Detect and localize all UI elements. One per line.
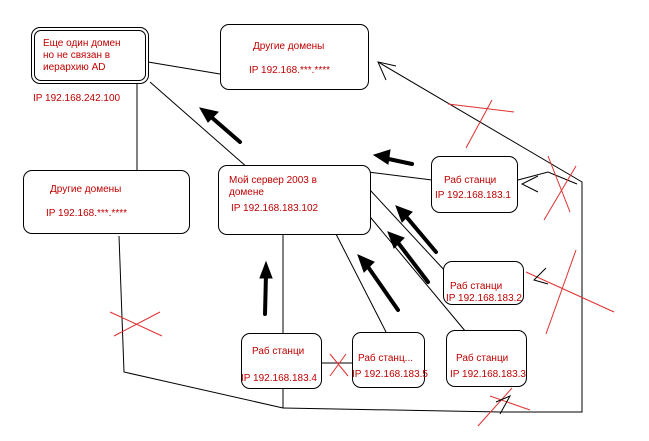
node-workstation-2-title: Раб станци: [450, 281, 503, 292]
node-other-domains-top-title: Другие домены: [253, 41, 325, 52]
loop-left: [118, 235, 284, 409]
link-server-ws3: [365, 211, 467, 333]
cross-ws45-b: [329, 353, 347, 377]
node-other-domain-ad-ip: IP 192.168.242.100: [33, 93, 121, 104]
node-other-domain-ad[interactable]: Еще один домен но не связан в иерархию A…: [31, 27, 149, 84]
link-server-ws5: [335, 233, 387, 333]
node-workstation-2-ip: IP 192.168.183.2: [446, 293, 522, 304]
node-my-server-ip: IP 192.168.183.102: [231, 203, 319, 214]
loop-bottom: [282, 61, 583, 413]
bold-arrow-from-ws5: [357, 254, 400, 312]
node-other-domain-ad-line2: но не связан в: [43, 50, 111, 61]
node-workstation-1-title: Раб станци: [444, 175, 497, 186]
node-other-domain-ad-line3: иерархию AD: [43, 62, 106, 73]
cross-top-a: [447, 103, 515, 113]
link-adomain-server: [149, 81, 249, 169]
node-my-server-line1: Мой сервер 2003 в: [229, 175, 317, 186]
node-workstation-5-title: Раб станц...: [358, 353, 414, 364]
cross-bottom-b: [477, 387, 513, 427]
cross-ws2-a: [545, 249, 577, 335]
cross-ws1-a: [547, 155, 571, 213]
link-adomain-topdomain: [147, 61, 227, 76]
node-other-domains-left[interactable]: Другие домены IP 192.168.***.****: [23, 170, 190, 234]
arrowhead-top-domain: [377, 61, 397, 81]
node-workstation-1[interactable]: Раб станци IP 192.168.183.1: [431, 156, 518, 213]
cross-top-b: [465, 99, 493, 149]
node-workstation-5-ip: IP 192.168.183.5: [352, 369, 428, 380]
node-other-domain-ad-line1: Еще один домен: [43, 38, 121, 49]
cross-left-b: [113, 311, 161, 337]
cross-bottom-a: [489, 395, 531, 411]
node-workstation-1-ip: IP 192.168.183.1: [435, 190, 511, 201]
bold-arrow-from-ws2: [395, 205, 438, 254]
bold-arrow-from-ws4: [259, 260, 273, 316]
node-workstation-3-title: Раб станци: [456, 353, 509, 364]
node-workstation-3[interactable]: Раб станци IP 192.168.183.3: [446, 330, 527, 387]
node-workstation-2[interactable]: Раб станци IP 192.168.183.2: [443, 261, 524, 305]
link-server-ws1: [367, 171, 433, 181]
bold-arrow-from-ws3: [387, 231, 430, 284]
node-other-domains-top-ip: IP 192.168.***.****: [249, 65, 330, 76]
node-workstation-4-ip: IP 192.168.183.4: [241, 373, 317, 384]
node-other-domains-left-title: Другие домены: [50, 184, 122, 195]
arrowhead-ws1: [520, 175, 539, 193]
node-my-server[interactable]: Мой сервер 2003 в домене IP 192.168.183.…: [218, 165, 371, 235]
node-my-server-line2: домене: [229, 187, 264, 198]
node-workstation-4-title: Раб станци: [252, 346, 305, 357]
bold-arrow-to-adomain: [199, 107, 242, 144]
node-other-domains-top[interactable]: Другие домены IP 192.168.***.****: [220, 24, 369, 90]
link-server-ws2: [369, 189, 447, 273]
node-other-domains-left-ip: IP 192.168.***.****: [46, 208, 127, 219]
arrowhead-bottom: [495, 394, 512, 415]
bold-arrow-from-ws1: [372, 149, 414, 166]
cross-ws45-a: [329, 353, 349, 377]
cross-ws1-b: [543, 165, 577, 221]
node-workstation-4[interactable]: Раб станци IP 192.168.183.4: [241, 333, 322, 389]
cross-ws2-b: [525, 271, 615, 313]
node-workstation-5[interactable]: Раб станц... IP 192.168.183.5: [352, 332, 428, 388]
node-workstation-3-ip: IP 192.168.183.3: [450, 369, 526, 380]
arrowhead-ws2: [533, 267, 549, 285]
